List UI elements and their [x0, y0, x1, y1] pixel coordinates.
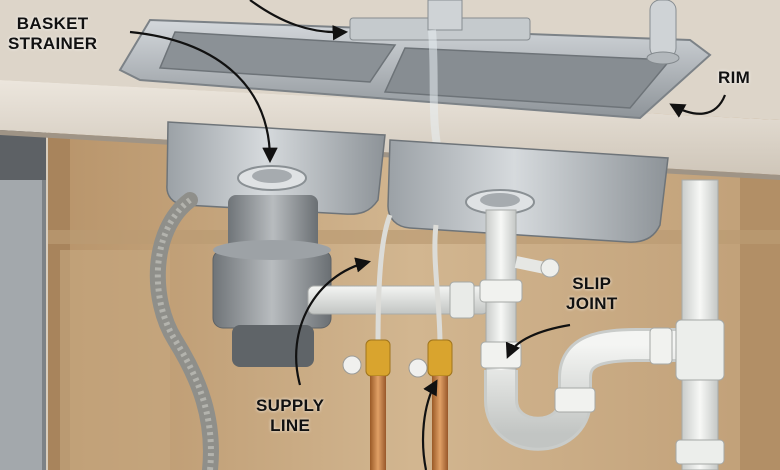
- sprayer-head: [649, 0, 677, 59]
- slip-joint-label-line2: JOINT: [566, 294, 618, 313]
- right-basin-opening: [383, 47, 672, 109]
- basket-strainer-label-line1: BASKET: [16, 14, 89, 33]
- top-arrow: [249, 0, 349, 41]
- supply-line-right: [432, 224, 443, 346]
- stack-sanitary-tee: [675, 319, 725, 381]
- slip-joint-label-line1: SLIP: [572, 274, 612, 293]
- basket-strainer-opening: [252, 169, 292, 183]
- dishwasher-hose-ribs: [154, 197, 214, 470]
- supply-line-label-line1: SUPPLY: [256, 396, 325, 415]
- branch-cap: [540, 258, 560, 278]
- dishwasher-branch: [514, 256, 547, 274]
- right-sink-bowl: [387, 139, 669, 243]
- countertop-edge: [0, 80, 780, 175]
- valve-handle-right: [408, 358, 428, 378]
- supply-line-left: [375, 214, 393, 346]
- dishwasher-panel: [0, 180, 42, 470]
- basket-strainer-arrow: [129, 30, 278, 164]
- disposer-bottom: [232, 325, 314, 367]
- basket-strainer-label-line2: STRAINER: [8, 34, 98, 53]
- rim-arrow: [669, 94, 727, 118]
- stack-coupling: [675, 439, 725, 465]
- supply-line-label-line2: LINE: [270, 416, 311, 435]
- trap-arm-nut: [649, 327, 673, 365]
- supply-line-label: SUPPLY LINE: [256, 396, 324, 436]
- copper-stub-right: [432, 376, 448, 470]
- right-drain-opening: [480, 193, 520, 207]
- tee-fitting: [479, 279, 523, 303]
- slip-joint-label: SLIP JOINT: [566, 274, 618, 314]
- shutoff-valve-right: [427, 339, 453, 377]
- faucet-body: [427, 0, 463, 31]
- valve-handle-left: [342, 355, 362, 375]
- shutoff-valve-left: [365, 339, 391, 377]
- left-basin-opening: [158, 31, 397, 83]
- bottom-arrow: [421, 379, 438, 470]
- slip-joint-arrow: [505, 323, 571, 359]
- basket-strainer-label: BASKET STRAINER: [8, 14, 97, 54]
- arm-slip-nut: [449, 281, 475, 319]
- rim-label-text: RIM: [718, 68, 751, 87]
- disposer-ring: [213, 240, 331, 260]
- sprayer-base: [646, 51, 680, 65]
- supply-line-arrow: [295, 257, 371, 386]
- trap-slip-nut: [554, 387, 596, 413]
- disposer-mount: [228, 195, 318, 255]
- rim-label: RIM: [718, 68, 750, 88]
- copper-stub-left: [370, 376, 386, 470]
